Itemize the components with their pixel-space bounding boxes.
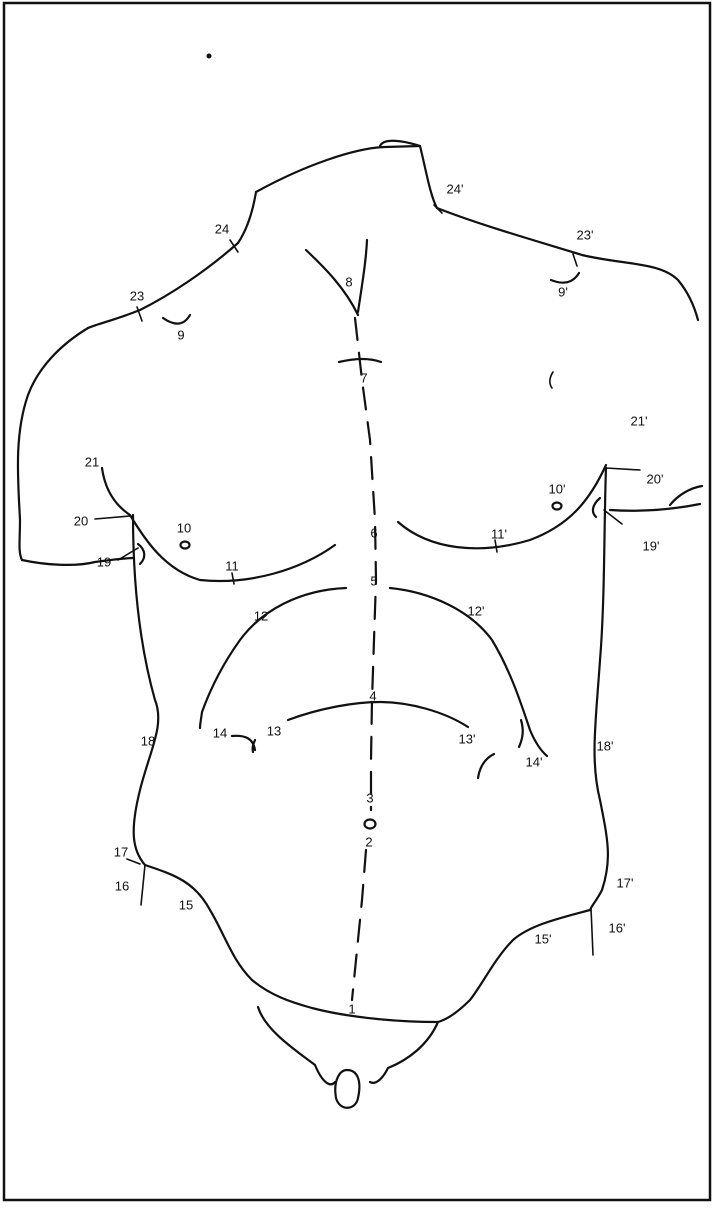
label-2: 2 <box>365 834 372 849</box>
label-11-prime: 11' <box>491 526 507 541</box>
right-iliac-bracket <box>519 720 523 747</box>
label-9: 9 <box>177 327 184 342</box>
right-chest-mark <box>550 372 553 388</box>
left-clavicle-arc <box>163 315 190 324</box>
right-flank-outline <box>590 468 608 910</box>
label-16-prime: 16' <box>609 920 626 935</box>
label-23-prime: 23' <box>577 227 594 242</box>
anterior-midline <box>352 318 376 1000</box>
right-nipple <box>553 503 562 510</box>
label-21: 21 <box>85 454 99 469</box>
label-12: 12 <box>254 608 268 623</box>
penis-outline <box>335 1070 359 1108</box>
label-21-prime: 21' <box>631 413 648 428</box>
pubic-outline <box>312 1008 438 1022</box>
left-axillary-arc <box>138 544 144 564</box>
label-14: 14 <box>213 725 227 740</box>
left-costal-margin <box>200 588 346 728</box>
label-5: 5 <box>370 573 377 588</box>
label-15-prime: 15' <box>535 931 552 946</box>
label-8: 8 <box>345 274 352 289</box>
right-iliac-hook <box>478 754 494 778</box>
label-24-prime: 24' <box>447 181 464 196</box>
label-18-prime: 18' <box>597 738 614 753</box>
left-iliac-hook <box>232 736 255 752</box>
label-19-prime: 19' <box>643 538 660 553</box>
label-9-prime: 9' <box>558 284 568 299</box>
label-17-prime: 17' <box>617 875 634 890</box>
label-16: 16 <box>115 878 129 893</box>
label-13: 13 <box>267 723 281 738</box>
label-15: 15 <box>179 897 193 912</box>
label-20-prime: 20' <box>647 471 664 486</box>
umbilicus <box>365 820 376 829</box>
left-nipple <box>181 542 190 549</box>
label-18: 18 <box>141 733 155 748</box>
label-10: 10 <box>177 520 191 535</box>
label-23: 23 <box>130 288 144 303</box>
label-17: 17 <box>114 844 128 859</box>
label-7: 7 <box>360 370 367 385</box>
neck-right-side <box>420 146 437 208</box>
left-flank-outline <box>133 515 158 865</box>
right-axillary-arc <box>593 498 600 517</box>
label-12-prime: 12' <box>468 603 485 618</box>
right-hip-outline <box>438 910 590 1022</box>
label-13-prime: 13' <box>459 731 476 746</box>
ink-speck <box>207 54 212 59</box>
neck-opening <box>256 141 420 192</box>
label-6: 6 <box>370 525 377 540</box>
label-14-prime: 14' <box>526 754 543 769</box>
label-20: 20 <box>74 513 88 528</box>
label-19: 19 <box>97 554 111 569</box>
label-3: 3 <box>366 790 373 805</box>
neck-left-side <box>238 192 256 243</box>
label-1: 1 <box>348 1001 355 1016</box>
left-pectoral-contour <box>102 468 335 581</box>
right-sternocleido-line <box>358 240 367 312</box>
label-4: 4 <box>369 688 376 703</box>
right-clavicle-arc <box>551 273 579 283</box>
right-arm-stump-edge <box>670 486 702 505</box>
right-shoulder-outline <box>437 208 698 320</box>
label-24: 24 <box>215 221 229 236</box>
genital-outline <box>258 1007 438 1084</box>
landmark-labels: 1 2 3 4 5 6 7 8 9 9' 10 10' 11 11' 12 12… <box>74 181 664 1016</box>
label-10-prime: 10' <box>549 481 566 496</box>
label-11: 11 <box>225 558 239 573</box>
right-arm-stump <box>610 504 700 511</box>
left-shoulder-outline <box>88 243 238 328</box>
left-arm-stump <box>22 558 133 565</box>
left-hip-outline <box>145 865 312 1008</box>
abdominal-transverse-arc <box>288 702 468 727</box>
